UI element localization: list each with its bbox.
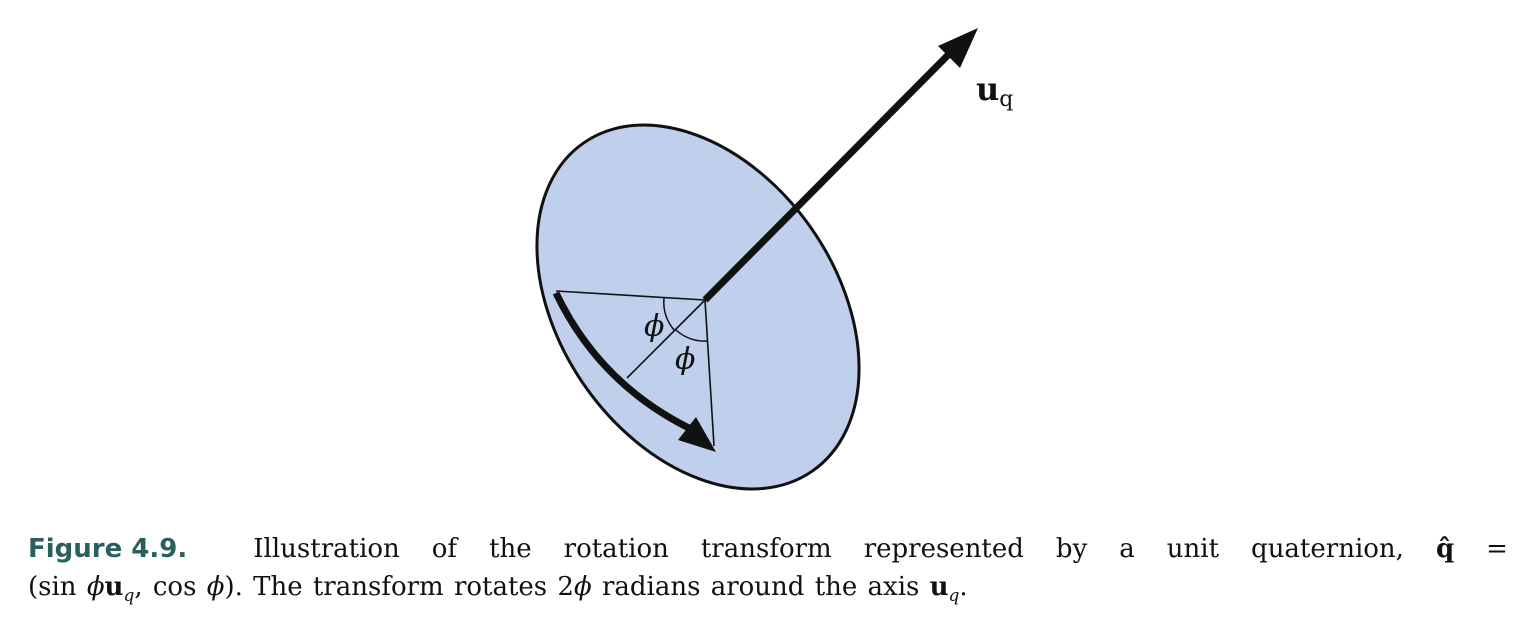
- caption-word: a: [1119, 534, 1135, 564]
- radius-line-end: [704, 299, 715, 447]
- caption-text: .: [959, 572, 968, 602]
- quaternion-symbol: q̂: [1435, 534, 1455, 564]
- caption-word: transform: [700, 534, 832, 564]
- equals-sign: =: [1486, 534, 1508, 564]
- axis-arrow-shaft: [702, 45, 958, 303]
- q-subscript: q: [948, 586, 960, 607]
- angle-label-phi-1: ϕ: [644, 309, 664, 344]
- angle-arc-2: [675, 329, 708, 342]
- caption-line-2: (sin ϕuq, cos ϕ). The transform rotates …: [28, 568, 1508, 615]
- q-subscript: q: [123, 586, 135, 607]
- phi-symbol: ϕ: [206, 572, 225, 602]
- axis-arrowhead: [938, 28, 978, 68]
- u-symbol: u: [104, 572, 124, 602]
- radius-line-start: [555, 290, 706, 301]
- caption-word: represented: [863, 534, 1024, 564]
- caption-word: by: [1055, 534, 1088, 564]
- caption-word: unit: [1166, 534, 1220, 564]
- caption-word: Illustration: [253, 534, 400, 564]
- rotation-diagram: ϕ ϕ uq: [535, 28, 1013, 491]
- figure-caption: Figure 4.9. Illustration of the rotation…: [28, 530, 1508, 615]
- rotation-arc-arrow: [552, 291, 695, 434]
- caption-word: the: [489, 534, 532, 564]
- phi-symbol: ϕ: [573, 572, 592, 602]
- rotation-arrowhead: [678, 417, 716, 452]
- bisector-line: [626, 299, 706, 379]
- angle-label-phi-2: ϕ: [675, 342, 695, 377]
- angle-arc-1: [663, 297, 676, 332]
- figure-label: Figure 4.9.: [28, 534, 188, 564]
- caption-word: rotation: [563, 534, 669, 564]
- caption-text: radians around the axis: [591, 572, 930, 602]
- caption-text: ). The transform rotates 2: [224, 572, 574, 602]
- phi-symbol: ϕ: [86, 572, 105, 602]
- caption-line-1: Figure 4.9. Illustration of the rotation…: [28, 530, 1508, 568]
- caption-text: (sin: [28, 572, 87, 602]
- caption-word: quaternion,: [1251, 534, 1404, 564]
- caption-text: , cos: [134, 572, 207, 602]
- caption-word: of: [431, 534, 458, 564]
- u-symbol: u: [929, 572, 949, 602]
- axis-label: uq: [976, 70, 1013, 112]
